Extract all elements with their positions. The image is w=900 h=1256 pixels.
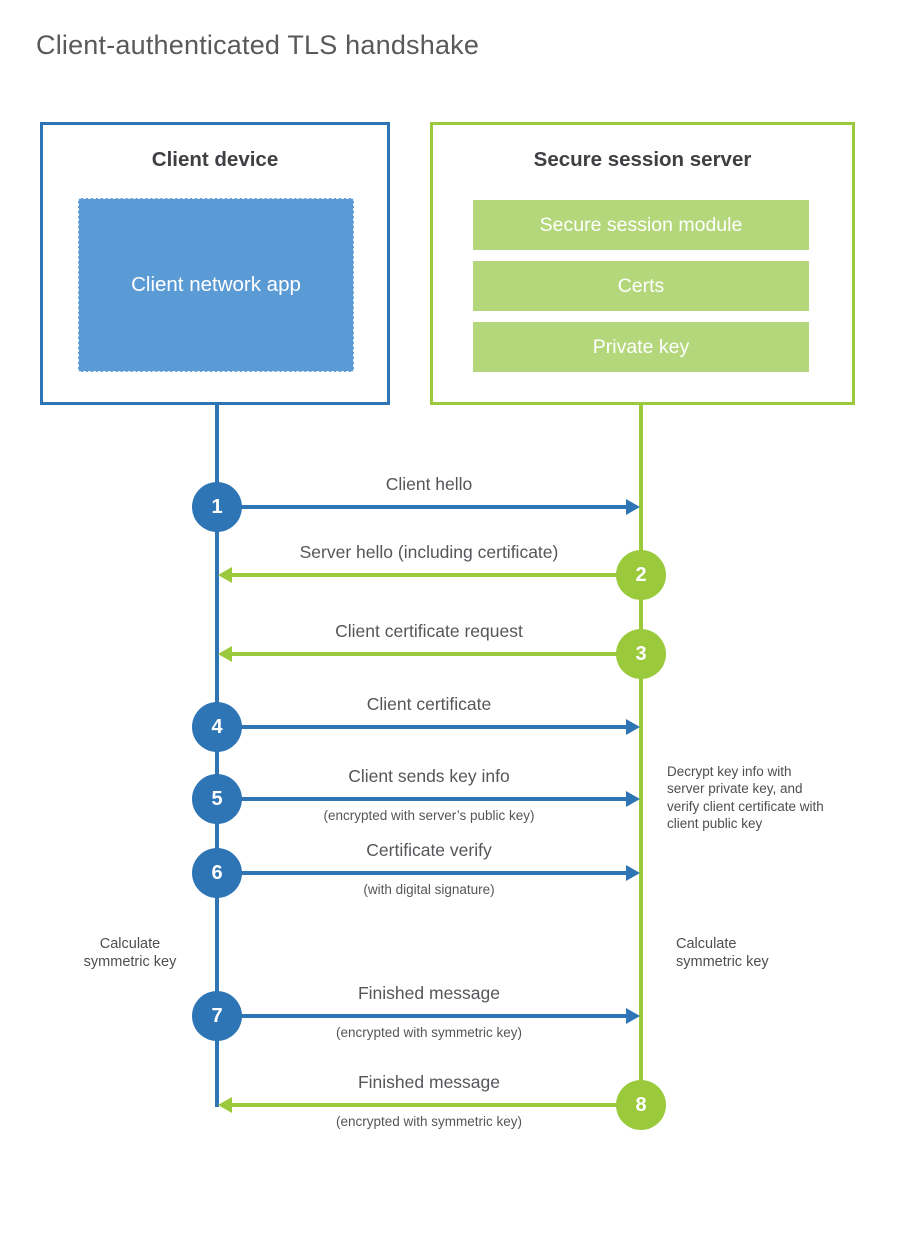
server-module-bar-certs: Certs xyxy=(473,261,809,311)
message-arrowhead-icon xyxy=(626,719,640,735)
message-label: Finished message xyxy=(357,983,501,1003)
message-arrowhead-icon xyxy=(218,646,232,662)
step-number-circle: 7 xyxy=(192,991,242,1041)
message-arrow-line xyxy=(217,797,627,801)
page-title: Client-authenticated TLS handshake xyxy=(36,30,480,60)
client-device-box: Client device Client network app xyxy=(40,122,390,405)
client-network-app-box: Client network app xyxy=(78,198,354,372)
message-arrow-line xyxy=(217,1014,627,1018)
message-arrow-line xyxy=(217,505,627,509)
message-arrowhead-icon xyxy=(626,791,640,807)
note-decrypt-key-info: Decrypt key info with server private key… xyxy=(667,764,824,831)
message-arrow-line xyxy=(232,573,641,577)
message-arrow-line xyxy=(232,652,641,656)
server-module-bar-secure-session-module: Secure session module xyxy=(473,200,809,250)
client-device-title: Client device xyxy=(151,148,279,171)
message-arrowhead-icon xyxy=(626,499,640,515)
message-arrow-line xyxy=(217,871,627,875)
message-sublabel: (encrypted with symmetric key) xyxy=(335,1114,523,1129)
server-lifeline xyxy=(639,405,643,1105)
message-label: Client sends key info xyxy=(348,766,510,786)
step-number-circle: 1 xyxy=(192,482,242,532)
note-calculate-symmetric-key-client: Calculate symmetric key xyxy=(83,936,177,970)
step-number-circle: 5 xyxy=(192,774,242,824)
message-arrowhead-icon xyxy=(626,865,640,881)
message-arrowhead-icon xyxy=(218,567,232,583)
step-number-circle: 6 xyxy=(192,848,242,898)
message-arrowhead-icon xyxy=(626,1008,640,1024)
message-sublabel: (encrypted with symmetric key) xyxy=(335,1025,523,1040)
message-label: Client hello xyxy=(385,474,473,494)
message-label: Finished message xyxy=(357,1072,501,1092)
step-number-circle: 4 xyxy=(192,702,242,752)
message-arrow-line xyxy=(232,1103,641,1107)
secure-session-server-box: Secure session server Secure session mod… xyxy=(430,122,855,405)
message-label: Client certificate xyxy=(366,694,492,714)
server-module-bar-private-key: Private key xyxy=(473,322,809,372)
message-sublabel: (with digital signature) xyxy=(363,882,495,897)
step-number-circle: 2 xyxy=(616,550,666,600)
message-label: Client certificate request xyxy=(335,621,523,641)
message-sublabel: (encrypted with server’s public key) xyxy=(323,808,535,823)
note-calculate-symmetric-key-server: Calculate symmetric key xyxy=(676,936,769,970)
secure-session-server-title: Secure session server xyxy=(533,148,752,171)
step-number-circle: 8 xyxy=(616,1080,666,1130)
client-network-app-label: Client network app xyxy=(131,273,301,297)
step-number-circle: 3 xyxy=(616,629,666,679)
message-label: Server hello (including certificate) xyxy=(299,542,559,562)
message-label: Certificate verify xyxy=(366,840,492,860)
message-arrow-line xyxy=(217,725,627,729)
message-arrowhead-icon xyxy=(218,1097,232,1113)
client-lifeline xyxy=(215,405,219,1107)
